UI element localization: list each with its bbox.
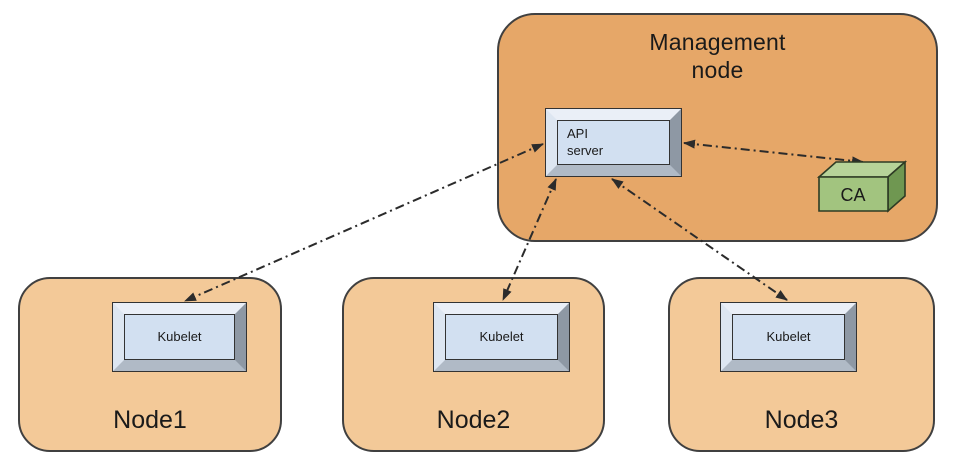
api-server-label: API server — [557, 120, 670, 165]
node2-label: Node2 — [436, 406, 511, 434]
node3-label: Node3 — [764, 406, 839, 434]
kubelet-label-node1: Kubelet — [124, 314, 235, 360]
kubelet-bevel: Kubelet — [434, 303, 569, 371]
management-node-label: Management node — [649, 29, 786, 84]
node1-label: Node1 — [113, 406, 187, 434]
kubelet-box-node3: Kubelet — [720, 302, 857, 372]
kubelet-label-node2: Kubelet — [445, 314, 558, 360]
kubelet-bevel: Kubelet — [113, 303, 246, 371]
kubelet-bevel: Kubelet — [721, 303, 856, 371]
kubelet-label-node3: Kubelet — [732, 314, 845, 360]
api-server-box: API server — [545, 108, 682, 177]
api-server-bevel: API server — [546, 109, 681, 176]
kubelet-box-node1: Kubelet — [112, 302, 247, 372]
kubelet-box-node2: Kubelet — [433, 302, 570, 372]
